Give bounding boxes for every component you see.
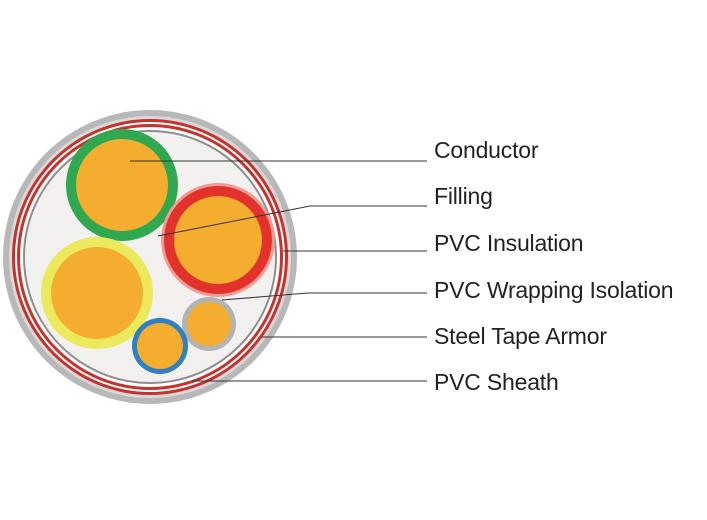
core-yellow-conductor xyxy=(51,247,143,339)
label-steel-tape-armor: Steel Tape Armor xyxy=(434,323,607,349)
core-blue-conductor xyxy=(137,323,183,369)
label-conductor: Conductor xyxy=(434,137,539,163)
label-filling: Filling xyxy=(434,183,493,209)
leader-line-pvc-wrapping-isolation xyxy=(221,292,427,301)
label-pvc-insulation: PVC Insulation xyxy=(434,230,584,256)
core-gray-conductor xyxy=(187,302,231,346)
label-pvc-sheath: PVC Sheath xyxy=(434,369,559,395)
label-pvc-wrapping-isolation: PVC Wrapping Isolation xyxy=(434,277,674,303)
leader-line-filling xyxy=(157,205,427,237)
core-red-conductor xyxy=(174,196,262,284)
core-green-conductor xyxy=(76,139,168,231)
